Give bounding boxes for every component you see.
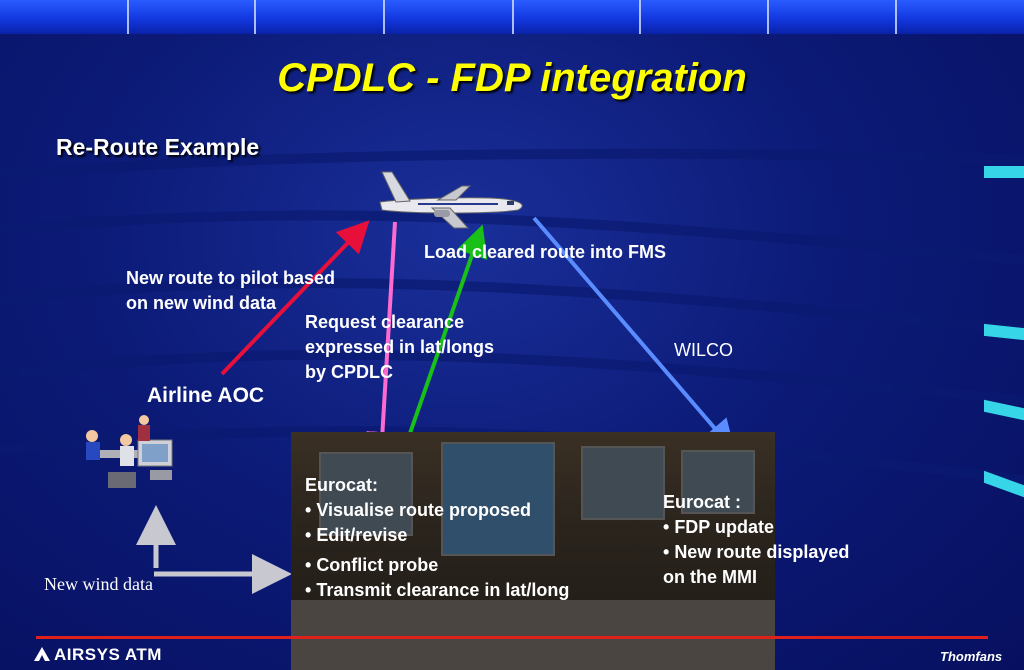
banner-divider [254,0,256,34]
eurocat-right-heading: Eurocat : [663,492,742,512]
item-text: Transmit clearance in lat/long [316,580,570,600]
control-room-photo [291,432,775,670]
eurocat-left-item: • Visualise route proposed [305,500,532,520]
label-line: Request clearance [305,312,465,332]
decorative-stripe [984,166,1024,178]
airplane-icon [379,171,523,229]
eurocat-left-item: • Transmit clearance in lat/long [305,580,570,600]
item-text: Visualise route proposed [316,500,532,520]
label-line: on new wind data [126,293,277,313]
console-screen [319,452,413,536]
arrow-aircraft-to-eurocat [366,221,399,464]
airsys-logo-icon [34,647,50,661]
slide-subtitle: Re-Route Example [56,134,260,160]
label-wilco: WILCO [674,340,734,360]
eurocat-left-heading: Eurocat: [305,475,379,495]
label-new-wind-data: New wind data [44,574,153,594]
item-text: New route displayed [674,542,850,562]
eurocat-right-item: on the MMI [663,565,849,590]
footer-credit: Thomfans [940,649,1003,664]
banner-divider [767,0,769,34]
footer-logo-text: AIRSYS ATM [54,645,162,664]
banner-divider [127,0,129,34]
footer-logo: AIRSYS ATM [34,645,162,665]
item-text: FDP update [674,517,774,537]
arrow-aircraft-wilco [532,216,736,453]
eurocat-right-text: Eurocat : • FDP update • New route displ… [663,490,849,590]
item-text: on the MMI [663,567,757,587]
console-screen [441,442,555,556]
eurocat-left-text: Eurocat: • Visualise route proposed • Ed… [305,473,569,603]
item-text: Conflict probe [316,555,439,575]
label-line: by CPDLC [305,362,394,382]
banner-divider [512,0,514,34]
label-load-cleared: Load cleared route into FMS [424,242,667,262]
label-line: expressed in lat/longs [305,337,495,357]
console-screen [581,446,665,520]
slide-title: CPDLC - FDP integration [277,56,747,100]
eurocat-right-item: • FDP update [663,517,774,537]
arrow-aoc-to-aircraft [220,220,370,376]
arrow-eurocat-to-aircraft [398,224,488,463]
item-text: Edit/revise [316,525,408,545]
eurocat-right-item: • New route displayed [663,542,850,562]
eurocat-left-item: • Edit/revise [305,525,408,545]
eurocat-left-item: • Conflict probe [305,555,439,575]
label-new-route: New route to pilot based on new wind dat… [126,266,335,316]
banner-divider [383,0,385,34]
banner-divider [895,0,897,34]
label-airline-aoc: Airline AOC [147,384,265,407]
banner-divider [639,0,641,34]
label-request-clearance: Request clearance expressed in lat/longs… [305,310,494,385]
console-desk [291,600,775,670]
console-screen [681,450,755,514]
aoc-workstation-icon [86,415,173,488]
footer-divider [36,636,988,639]
label-line: New route to pilot based [126,268,336,288]
top-banner [0,0,1024,34]
